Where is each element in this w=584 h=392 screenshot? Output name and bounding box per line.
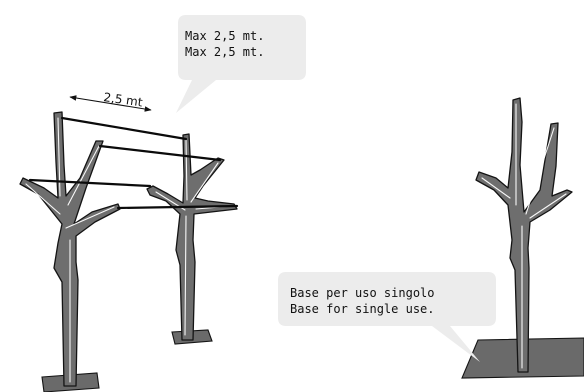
back-tree-post [146,133,238,345]
base-bubble-line-1: Base per uso singolo [290,286,435,300]
max-bubble-line-1: Max 2,5 mt. [185,29,264,43]
span-dimension: 2,5 mt [69,90,152,112]
base-bubble-line-2: Base for single use. [290,302,435,316]
max-bubble-line-2: Max 2,5 mt. [185,45,264,59]
max-length-bubble: Max 2,5 mt. Max 2,5 mt. [176,15,306,113]
single-use-tree [461,97,584,379]
single-base-bubble: Base per uso singolo Base for single use… [278,272,496,362]
span-label: 2,5 mt [103,90,144,109]
front-tree-post [19,111,121,392]
connecting-ropes [28,116,239,210]
